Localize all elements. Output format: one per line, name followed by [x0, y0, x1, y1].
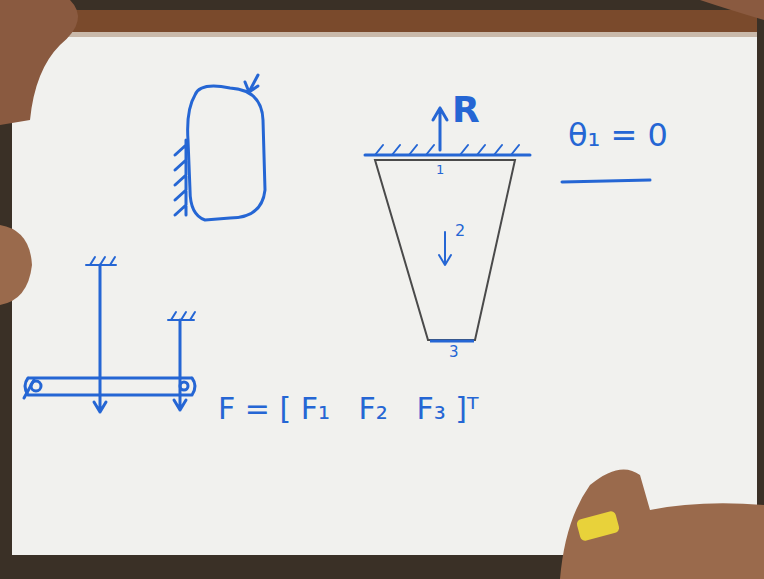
tapered-bar	[375, 160, 515, 340]
body-force-arrow	[439, 232, 451, 265]
pin-support	[24, 380, 34, 398]
hand	[0, 225, 32, 305]
ground-line	[365, 154, 530, 157]
underline	[562, 180, 650, 182]
reaction-arrow	[433, 108, 447, 150]
hand	[700, 0, 764, 20]
bar-end	[430, 340, 474, 343]
paper-sheet	[12, 10, 757, 555]
sketch-label: 2	[455, 222, 465, 240]
hand	[560, 469, 764, 579]
sketch-label: 3	[449, 344, 459, 361]
paper-top-edge	[12, 10, 757, 32]
free-body-outline	[188, 86, 265, 220]
sketch-label: R	[452, 90, 480, 130]
sketch-label: θ₁ = 0	[568, 118, 668, 153]
ceiling-hatch	[86, 257, 116, 265]
hanger-rod	[94, 265, 106, 412]
ground-hatch	[375, 145, 519, 155]
load-arrow	[245, 75, 258, 92]
rigid-beam	[25, 378, 195, 395]
hanger-rod	[174, 320, 186, 410]
sketch-label: 1	[436, 163, 444, 177]
paper-top-shadow	[12, 32, 757, 37]
fixed-support-hatch	[175, 140, 186, 215]
marker-cap	[576, 510, 620, 542]
ceiling-hatch	[168, 312, 195, 320]
sketch-label: F = [ F₁ F₂ F₃ ]ᵀ	[218, 392, 479, 425]
hand	[0, 0, 78, 125]
